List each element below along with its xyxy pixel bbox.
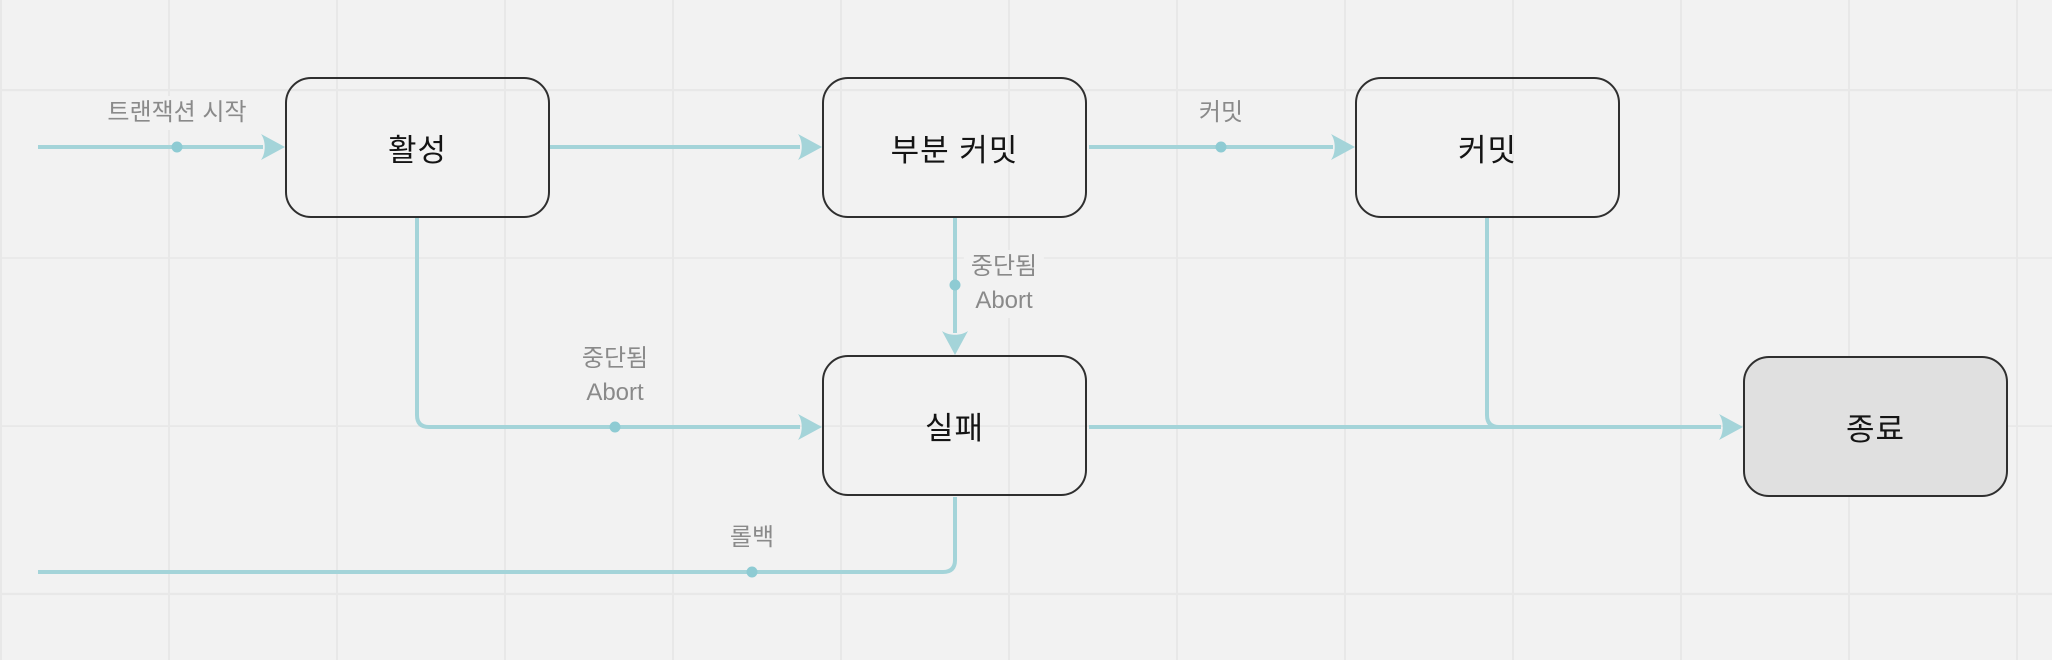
- edge-label-commit: 커밋: [1191, 96, 1251, 130]
- edge-label-text: 커밋: [1198, 99, 1244, 126]
- edge-label-rollback: 롤백: [722, 521, 782, 555]
- edge-committed-to-terminated: [1485, 218, 1721, 429]
- node-failed: 실패: [822, 355, 1087, 496]
- arrowhead-icon: [261, 134, 285, 160]
- arrowhead-icon: [1331, 134, 1355, 160]
- edge-label-line: 중단됨: [970, 253, 1038, 280]
- edge-label-text: 트랜잭션 시작: [107, 99, 247, 126]
- node-label: 커밋: [1457, 133, 1518, 168]
- arrowhead-icon: [1719, 414, 1743, 440]
- edge-label-text: 롤백: [729, 524, 775, 551]
- arrowhead-icon: [942, 331, 968, 355]
- edge-dot: [1215, 141, 1227, 153]
- node-label: 부분 커밋: [890, 133, 1019, 168]
- arrowhead-icon: [798, 414, 822, 440]
- node-active: 활성: [285, 77, 550, 218]
- node-label: 실패: [924, 411, 985, 446]
- arrowhead-icon: [798, 134, 822, 160]
- edge-label-abort-from-active: 중단됨 Abort: [574, 342, 656, 410]
- edge-label-line: Abort: [975, 287, 1033, 314]
- edge-label-abort-from-partial: 중단됨 Abort: [963, 250, 1045, 318]
- node-label: 활성: [387, 133, 448, 168]
- edge-dot: [171, 141, 183, 153]
- node-terminated: 종료: [1743, 356, 2008, 497]
- edge-dot: [746, 566, 758, 578]
- edge-label-line: Abort: [586, 379, 644, 406]
- edge-active-to-failed: [415, 218, 800, 429]
- node-partially-committed: 부분 커밋: [822, 77, 1087, 218]
- edge-label-line: 중단됨: [581, 345, 649, 372]
- edge-dot: [949, 279, 961, 291]
- edge-label-transaction-start: 트랜잭션 시작: [100, 96, 254, 130]
- edge-failed-rollback: [38, 497, 957, 574]
- node-label: 종료: [1845, 412, 1906, 447]
- edge-dot: [609, 421, 621, 433]
- node-committed: 커밋: [1355, 77, 1620, 218]
